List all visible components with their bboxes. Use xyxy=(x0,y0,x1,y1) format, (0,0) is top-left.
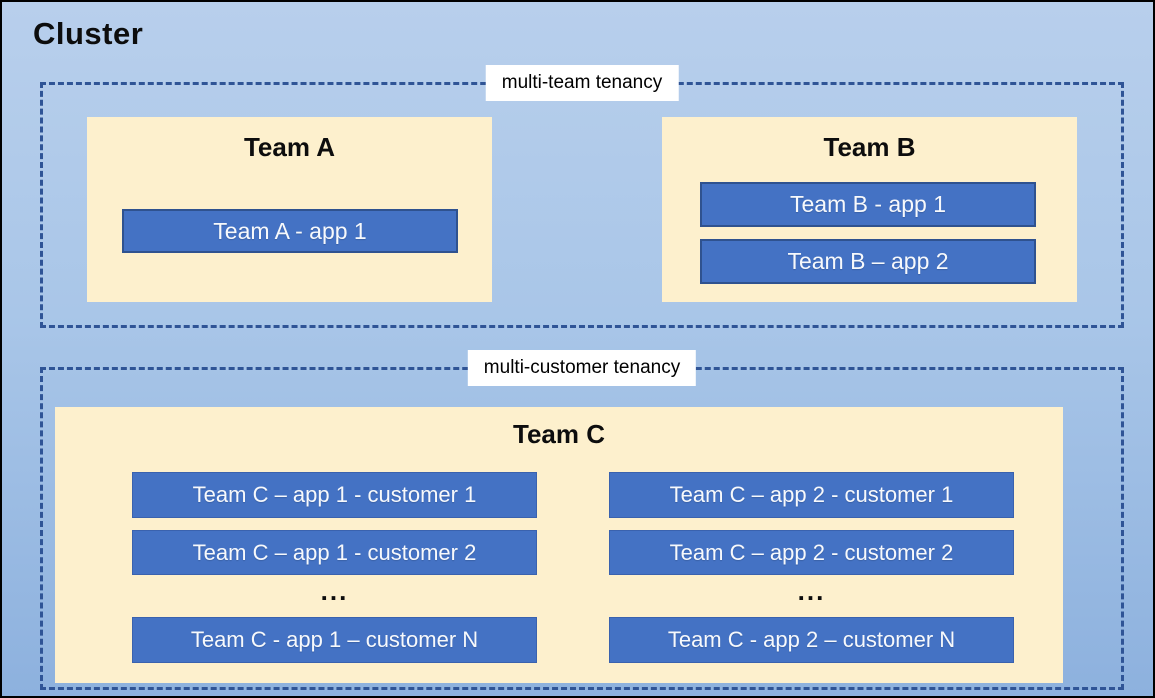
team-c-app2-customer1-box: Team C – app 2 - customer 1 xyxy=(609,472,1014,518)
team-c-app1-ellipsis: ... xyxy=(320,576,349,606)
team-b-title: Team B xyxy=(823,132,916,162)
cluster-title: Cluster xyxy=(33,16,144,51)
team-a-title: Team A xyxy=(243,132,336,162)
team-c-app2-customer2-box: Team C – app 2 - customer 2 xyxy=(609,530,1014,575)
team-b-app-1-box: Team B - app 1 xyxy=(700,182,1036,227)
team-a-app-1-box: Team A - app 1 xyxy=(122,209,458,253)
team-c-app1-customer1-box: Team C – app 1 - customer 1 xyxy=(132,472,537,518)
team-c-app1-column: Team C – app 1 - customer 1 Team C – app… xyxy=(132,472,537,664)
team-c-app1-customerN-box: Team C - app 1 – customer N xyxy=(132,617,537,663)
multi-team-tenancy-label: multi-team tenancy xyxy=(485,65,679,101)
team-a-card: Team A Team A - app 1 xyxy=(87,117,492,302)
team-c-app2-ellipsis: ... xyxy=(797,576,826,606)
team-b-card: Team B Team B - app 1 Team B – app 2 xyxy=(662,117,1077,302)
multi-customer-tenancy-label: multi-customer tenancy xyxy=(467,350,697,386)
multi-customer-tenancy-section: multi-customer tenancy Team C Team C – a… xyxy=(40,350,1124,690)
team-b-app-2-box: Team B – app 2 xyxy=(700,239,1036,284)
team-c-app1-customer2-box: Team C – app 1 - customer 2 xyxy=(132,530,537,575)
team-c-title: Team C xyxy=(513,419,605,449)
team-c-card: Team C Team C – app 1 - customer 1 Team … xyxy=(55,407,1063,683)
multi-team-tenancy-section: multi-team tenancy Team A Team A - app 1… xyxy=(40,65,1124,328)
team-c-app2-column: Team C – app 2 - customer 1 Team C – app… xyxy=(609,472,1014,664)
team-c-app2-customerN-box: Team C - app 2 – customer N xyxy=(609,617,1014,663)
